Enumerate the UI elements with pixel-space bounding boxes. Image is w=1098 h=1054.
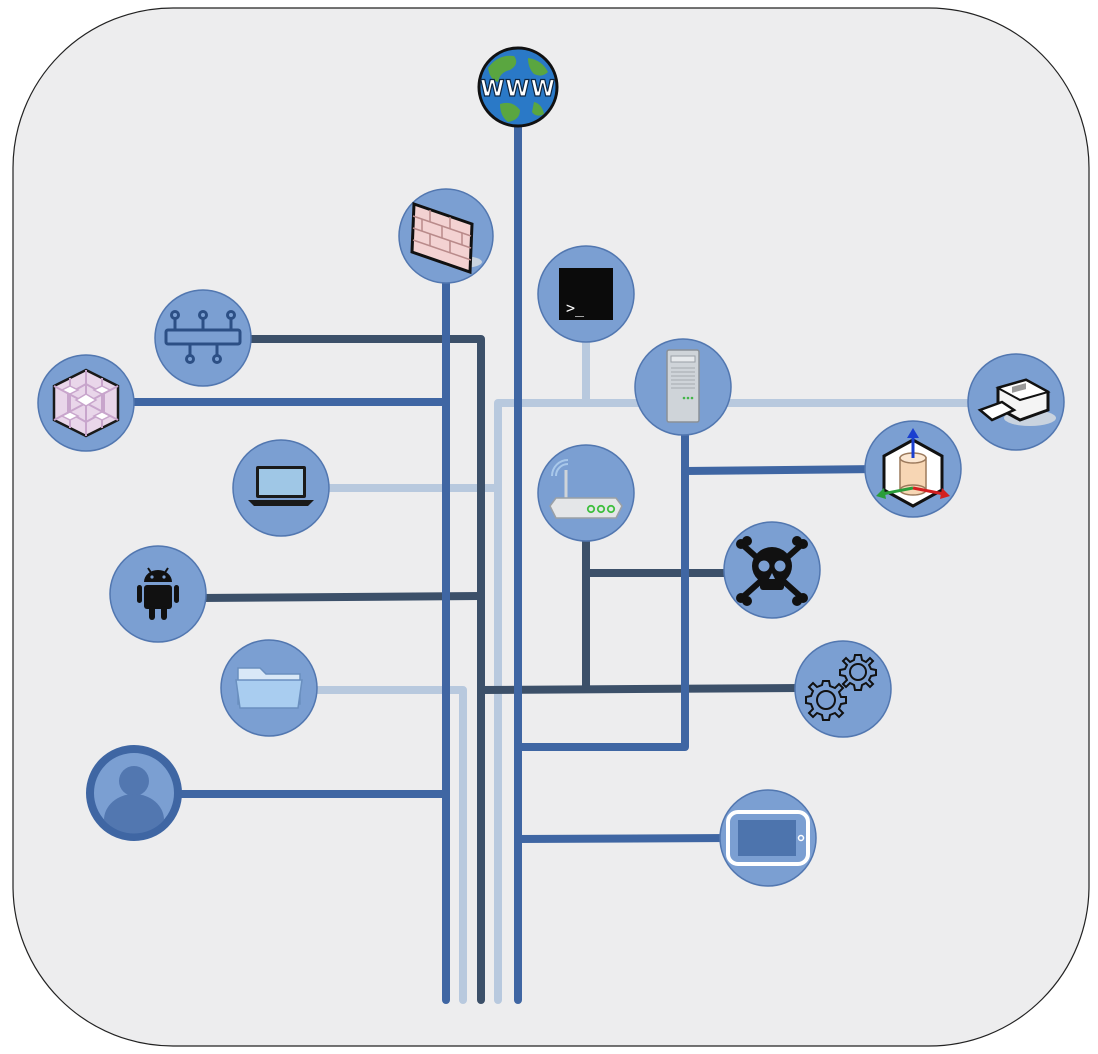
user-avatar-icon	[104, 766, 164, 834]
terminal-node[interactable]: >_	[537, 245, 635, 343]
globe-label: WWW	[480, 77, 556, 102]
malware-node[interactable]	[723, 521, 821, 619]
line-network-bus	[236, 335, 485, 1004]
router-node[interactable]	[537, 444, 635, 542]
connection-lines	[116, 106, 1014, 1004]
database-axes-icon	[876, 428, 950, 508]
gears-icon	[805, 654, 877, 721]
cube-cluster-icon	[52, 368, 120, 438]
globe-icon: WWW	[477, 46, 559, 128]
line-android	[196, 592, 485, 602]
firewall-icon	[410, 201, 482, 275]
database-node[interactable]	[864, 420, 962, 518]
firewall-node[interactable]	[398, 188, 494, 284]
line-folder	[296, 686, 467, 1004]
folder-node[interactable]	[220, 639, 318, 737]
user-node[interactable]	[86, 745, 182, 841]
laptop-icon	[248, 466, 314, 506]
printer-icon	[977, 378, 1056, 426]
line-database	[681, 465, 884, 475]
android-node[interactable]	[109, 545, 207, 643]
tablet-icon	[726, 810, 810, 866]
globe-node[interactable]: WWW	[477, 46, 559, 128]
android-icon	[137, 567, 179, 620]
printer-node[interactable]	[967, 353, 1065, 451]
line-server-bus	[494, 399, 684, 1004]
folder-icon	[235, 667, 303, 709]
terminal-prompt: >_	[566, 299, 585, 317]
settings-node[interactable]	[794, 640, 892, 738]
terminal-icon: >_	[559, 268, 613, 320]
server-node[interactable]	[634, 338, 732, 436]
network-bus-node[interactable]	[154, 289, 252, 387]
line-server-drop	[514, 416, 689, 751]
tablet-node[interactable]	[719, 789, 817, 887]
line-settings	[477, 684, 804, 694]
server-tower-icon	[666, 349, 700, 423]
cluster-node[interactable]	[37, 354, 135, 452]
skull-crossbones-icon	[736, 536, 808, 606]
diagram-panel	[12, 7, 1090, 1047]
line-tablet	[514, 834, 734, 843]
laptop-node[interactable]	[232, 439, 330, 537]
wifi-router-icon	[549, 459, 623, 519]
network-bus-icon	[164, 310, 242, 364]
